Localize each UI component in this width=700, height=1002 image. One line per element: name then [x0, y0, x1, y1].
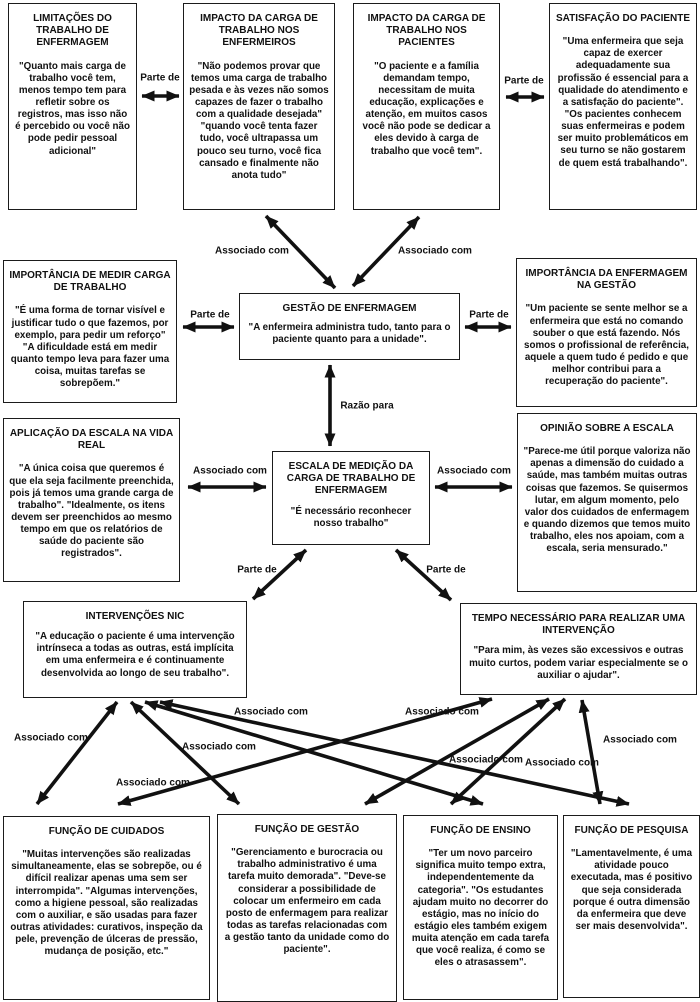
edge-label-assoc-3: Associado com: [182, 741, 256, 753]
node-title: TEMPO NECESSÁRIO PARA REALIZAR UMA INTER…: [471, 613, 686, 637]
edge-label-assoc-6: Associado com: [449, 754, 523, 766]
edge-label-parte-de-mid-right: Parte de: [469, 309, 509, 321]
node-body: "Ter um novo parceiro significa muito te…: [411, 848, 550, 969]
node-body: "A educação o paciente é uma intervenção…: [35, 631, 235, 679]
node-title: IMPORTÂNCIA DE MEDIR CARGA DE TRABALHO: [9, 270, 171, 294]
edge-label-assoc-7: Associado com: [525, 757, 599, 769]
node-body: "É uma forma de tornar visível e justifi…: [10, 305, 170, 390]
edge-label-assoc-escala-left: Associado com: [193, 465, 267, 477]
node-title: INTERVENÇÕES NIC: [85, 611, 185, 622]
node-importancia-enfermagem-gestao: IMPORTÂNCIA DA ENFERMAGEM NA GESTÃO "Um …: [516, 258, 697, 407]
node-body: "Uma enfermeira que seja capaz de exerce…: [557, 36, 689, 169]
node-body: "O paciente e a família demandam tempo, …: [362, 60, 491, 157]
node-funcao-gestao: FUNÇÃO DE GESTÃO "Gerenciamento e burocr…: [217, 814, 397, 1002]
node-title: IMPORTÂNCIA DA ENFERMAGEM NA GESTÃO: [525, 268, 688, 292]
edge-label-parte-de-low-left: Parte de: [237, 564, 277, 576]
node-body: "Quanto mais carga de trabalho você tem,…: [15, 60, 130, 157]
node-aplicacao-escala: APLICAÇÃO DA ESCALA NA VIDA REAL "A únic…: [3, 418, 180, 582]
node-title: IMPACTO DA CARGA DE TRABALHO NOS ENFERME…: [200, 13, 318, 49]
edge-label-assoc-5: Associado com: [405, 706, 479, 718]
edge-label-razao-para: Razão para: [340, 400, 394, 412]
node-title: OPINIÃO SOBRE A ESCALA: [540, 423, 674, 434]
node-limitacoes: LIMITAÇÕES DO TRABALHO DE ENFERMAGEM "Qu…: [8, 3, 137, 210]
node-body: "Para mim, às vezes são excessivos e out…: [469, 645, 688, 681]
node-escala-medicao: ESCALA DE MEDIÇÃO DA CARGA DE TRABALHO D…: [272, 451, 430, 545]
node-intervencoes-nic: INTERVENÇÕES NIC "A educação o paciente …: [23, 601, 247, 698]
node-body: "Não podemos provar que temos uma carga …: [189, 60, 329, 181]
node-body: "Lamentavelmente, é uma atividade pouco …: [570, 848, 693, 933]
node-title: SATISFAÇÃO DO PACIENTE: [555, 13, 691, 24]
node-tempo-necessario: TEMPO NECESSÁRIO PARA REALIZAR UMA INTER…: [460, 603, 697, 695]
edge-label-assoc-1: Associado com: [14, 732, 88, 744]
node-body: "Muitas intervenções são realizadas simu…: [10, 849, 203, 958]
node-gestao-enfermagem: GESTÃO DE ENFERMAGEM "A enfermeira admin…: [239, 293, 460, 360]
edge-label-parte-de-top-right: Parte de: [504, 75, 544, 87]
node-title: LIMITAÇÕES DO TRABALHO DE ENFERMAGEM: [33, 13, 112, 49]
edge-label-assoc-8: Associado com: [603, 734, 677, 746]
node-body: "A enfermeira administra tudo, tanto par…: [248, 322, 451, 346]
edge-label-assoc-upper-left: Associado com: [215, 245, 289, 257]
edge-label-assoc-upper-right: Associado com: [398, 245, 472, 257]
node-title: FUNÇÃO DE GESTÃO: [254, 824, 360, 835]
node-title: FUNÇÃO DE PESQUISA: [574, 825, 689, 836]
node-funcao-pesquisa: FUNÇÃO DE PESQUISA "Lamentavelmente, é u…: [563, 815, 700, 998]
node-body: "A única coisa que queremos é que ela se…: [9, 463, 174, 560]
node-body: "Parece-me útil porque valoriza não apen…: [523, 446, 691, 555]
edge-label-assoc-4: Associado com: [116, 777, 190, 789]
node-satisfacao-paciente: SATISFAÇÃO DO PACIENTE "Uma enfermeira q…: [549, 3, 697, 210]
node-title: ESCALA DE MEDIÇÃO DA CARGA DE TRABALHO D…: [286, 461, 416, 497]
node-funcao-cuidados: FUNÇÃO DE CUIDADOS "Muitas intervenções …: [3, 816, 210, 1000]
node-impacto-pacientes: IMPACTO DA CARGA DE TRABALHO NOS PACIENT…: [353, 3, 500, 210]
node-body: "Gerenciamento e burocracia ou trabalho …: [224, 847, 390, 956]
node-title: GESTÃO DE ENFERMAGEM: [282, 303, 417, 314]
edge-label-assoc-2: Associado com: [234, 706, 308, 718]
node-title: IMPACTO DA CARGA DE TRABALHO NOS PACIENT…: [367, 13, 486, 49]
edge-label-assoc-escala-right: Associado com: [437, 465, 511, 477]
edge-label-parte-de-low-right: Parte de: [426, 564, 466, 576]
node-funcao-ensino: FUNÇÃO DE ENSINO "Ter um novo parceiro s…: [403, 815, 558, 1000]
node-opiniao-escala: OPINIÃO SOBRE A ESCALA "Parece-me útil p…: [517, 413, 697, 592]
edge-label-parte-de-top-left: Parte de: [140, 72, 180, 84]
node-title: FUNÇÃO DE CUIDADOS: [48, 826, 165, 837]
node-importancia-medir: IMPORTÂNCIA DE MEDIR CARGA DE TRABALHO "…: [3, 260, 177, 403]
node-body: "É necessário reconhecer nosso trabalho": [290, 505, 412, 529]
edge-label-parte-de-mid-left: Parte de: [190, 309, 230, 321]
node-body: "Um paciente se sente melhor se a enferm…: [524, 303, 689, 388]
node-title: APLICAÇÃO DA ESCALA NA VIDA REAL: [9, 428, 174, 452]
node-impacto-enfermeiros: IMPACTO DA CARGA DE TRABALHO NOS ENFERME…: [183, 3, 335, 210]
node-title: FUNÇÃO DE ENSINO: [430, 825, 531, 836]
